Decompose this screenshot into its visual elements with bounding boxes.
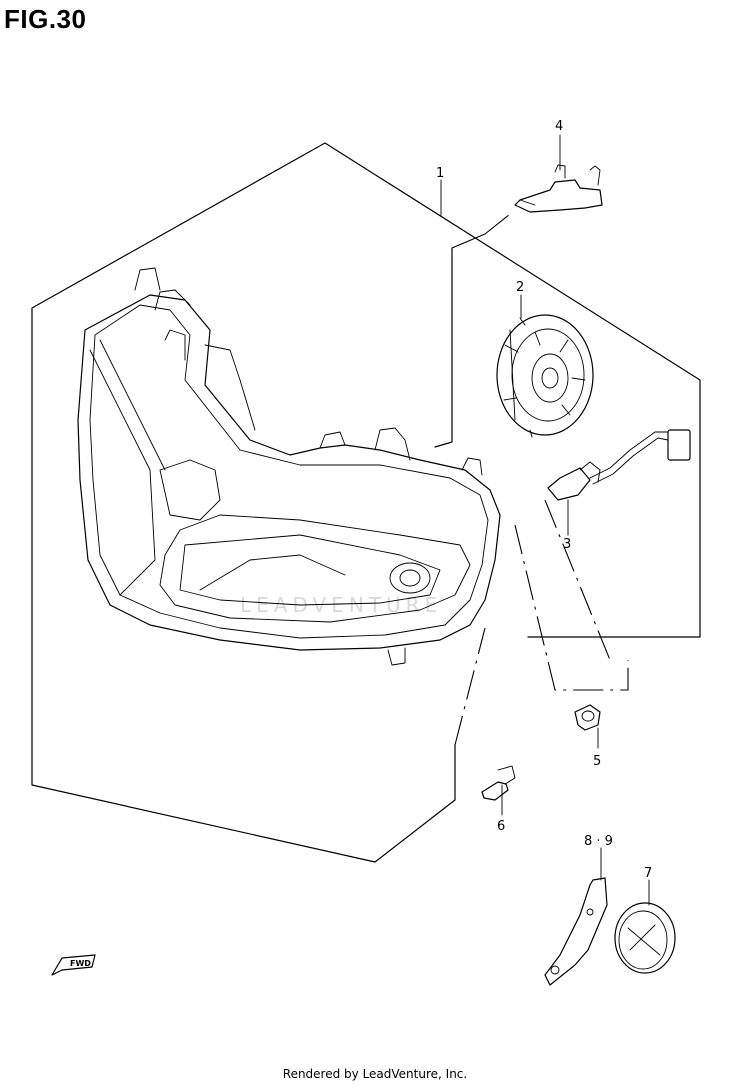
callout-5: 5 (593, 754, 601, 769)
part-8-9-bracket (544, 877, 608, 986)
callout-6: 6 (497, 819, 505, 834)
footer-credit: Rendered by LeadVenture, Inc. (282, 1067, 468, 1081)
watermark: LEADVENTURE (240, 593, 443, 617)
leader-socket-inner (544, 499, 611, 661)
part-3-socket-harness (547, 429, 691, 501)
part-5-small-bulb (574, 704, 601, 731)
figure-title: FIG.30 (4, 4, 87, 34)
leader-bulb (484, 213, 511, 235)
assembly-outline (31, 142, 701, 863)
leader-socket (514, 524, 629, 691)
leader-bolt-lower (454, 627, 486, 746)
callout-2: 2 (516, 280, 524, 295)
fwd-label: FWD (70, 959, 91, 968)
callout-1: 1 (436, 166, 444, 181)
part-6-bolt (481, 765, 516, 801)
headlight-assembly (77, 267, 501, 666)
callout-4: 4 (555, 119, 563, 134)
part-2-socket-cover (496, 314, 594, 438)
part-7-cap (614, 902, 676, 974)
part-4-bulb (514, 164, 603, 213)
callout-7: 7 (644, 866, 652, 881)
fwd-arrow: FWD (51, 954, 96, 976)
callout-3: 3 (563, 537, 571, 552)
callout-8-9: 8 · 9 (584, 834, 613, 849)
